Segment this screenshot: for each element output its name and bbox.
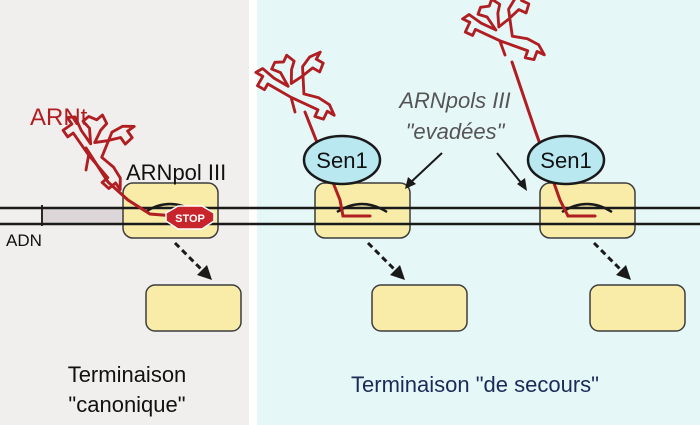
escaped-pointer-arrows: [409, 152, 523, 185]
trna-label: ARNt: [30, 104, 88, 131]
canonical-caption-line2: "canonique": [68, 392, 185, 417]
stop-sign: STOP: [165, 205, 215, 230]
release-arrow-escaped-1: [366, 241, 398, 273]
product-escaped-2: [589, 284, 686, 332]
trna-canonical: [53, 107, 177, 218]
product-canonical: [145, 284, 242, 332]
sen1-label-1: Sen1: [316, 148, 367, 173]
stop-label: STOP: [175, 213, 205, 225]
rnapol-escaped-2: [539, 182, 636, 239]
escaped-label-line1: ARNpols III: [397, 88, 510, 113]
release-arrowhead-canonical: [197, 265, 212, 280]
product-escaped-1: [371, 284, 468, 332]
rnapol-escaped-1: [314, 182, 411, 239]
release-arrowheads: [197, 265, 631, 280]
backup-caption: Terminaison "de secours": [351, 372, 599, 397]
dna-label: ADN: [6, 231, 42, 250]
release-arrow-canonical: [173, 241, 205, 273]
escaped-pointer-arrow-2: [496, 152, 523, 185]
escaped-pointer-head-2: [517, 178, 527, 191]
canonical-caption-line1: Terminaison: [68, 362, 187, 387]
escaped-pointer-head-1: [405, 177, 416, 189]
rnapol-label: ARNpol III: [126, 160, 226, 185]
trna-escaped-1: [250, 45, 372, 218]
release-arrow-escaped-2: [592, 241, 624, 273]
sen1-2: Sen1: [526, 134, 606, 186]
escaped-pointer-arrow-1: [409, 152, 443, 184]
trna-escaped-2: [456, 0, 597, 218]
escaped-label-line2: "evadées": [406, 119, 506, 144]
sen1-label-2: Sen1: [540, 148, 591, 173]
release-arrows: [173, 241, 624, 273]
release-arrowhead-escaped-2: [616, 265, 631, 280]
release-arrowhead-escaped-1: [390, 265, 405, 280]
sen1-1: Sen1: [302, 134, 382, 186]
transcribed-dna-region: [42, 208, 148, 224]
